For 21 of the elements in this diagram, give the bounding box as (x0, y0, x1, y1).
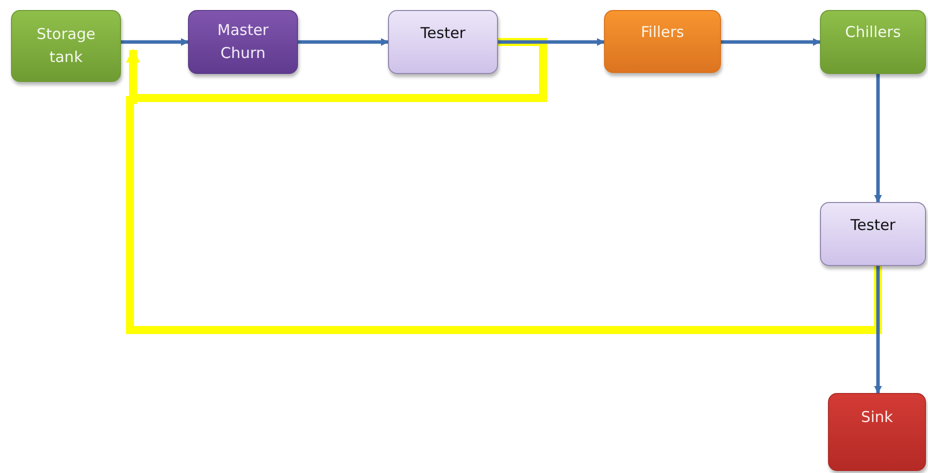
box-label: Chillers (845, 22, 901, 43)
box-label: Tester (420, 23, 466, 44)
arrow (874, 74, 882, 203)
arrow (498, 38, 605, 46)
process-box (188, 10, 298, 74)
process-box (388, 10, 498, 74)
process-box (604, 10, 721, 73)
arrow (298, 38, 389, 46)
process-box (11, 10, 121, 82)
process-box (828, 393, 926, 471)
process-box (820, 10, 926, 74)
arrow (126, 48, 882, 334)
arrow (121, 38, 189, 46)
box-label: Master Churn (216, 20, 270, 64)
box-label: Tester (850, 215, 896, 236)
arrow (721, 38, 821, 46)
process-box (820, 202, 926, 266)
box-label: Fillers (640, 22, 684, 43)
box-label: Sink (861, 407, 893, 428)
arrow (874, 266, 882, 394)
box-label: Storage tank (36, 24, 96, 68)
